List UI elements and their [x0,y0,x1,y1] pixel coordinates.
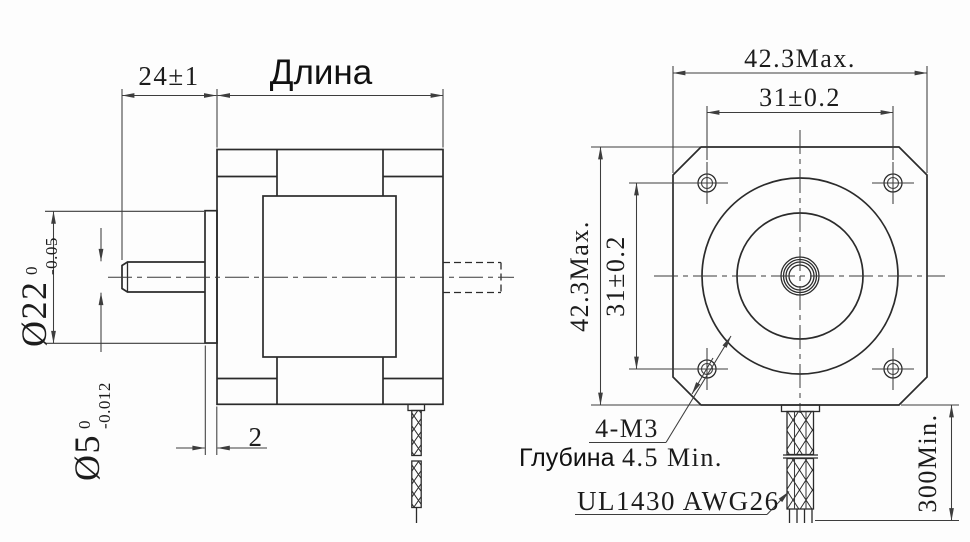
cable-sheath-lower-front [786,457,815,510]
mounting-hole-bottom-right [872,348,914,390]
width-extension-lines [672,66,928,173]
dim-pilot-diameter-text: Ø22 0 -0.05 [14,237,61,347]
dim-lead-length-text: 300Min. [913,413,942,512]
cable-exit-stub [407,403,426,412]
lead-wire-spec-text: UL1430 AWG26 [577,486,780,516]
mounting-holes-text: 4-M3 [595,414,659,443]
dim-boss-depth-text: 2 [249,422,264,452]
cable-sheath-lower [411,460,422,509]
cable-sheath-band [783,454,818,459]
front-view: 42.3Max. 31±0.2 42.3Max. 31±0.2 4-M3 Глу… [519,44,959,523]
holes-leader-arrow-lower [691,357,714,395]
side-view: 24±1 Длина Ø22 0 -0.05 Ø5 0 -0.012 2 [14,53,514,523]
dim-hole-pitch-h-text: 31±0.2 [759,83,841,112]
motor-body-outline [216,148,444,406]
hole-depth-value-text: 4.5 Min. [622,443,723,472]
cable-sheath-upper-front [786,410,815,456]
boss-extension-lines [204,345,218,455]
dim-hole-pitch-v-text: 31±0.2 [601,235,630,317]
pilot-diameter-upper-tol: 0 [22,266,41,275]
cable-sheath-braid-lines [793,411,807,509]
pilot-diameter-lower-tol: -0.05 [42,237,61,275]
flange-outline [672,146,928,406]
pilot-diameter-value: Ø22 [14,281,54,348]
dim-shaft-length-text: 24±1 [138,61,199,91]
lead-wires [788,509,813,523]
pilot-extension-lines [45,210,216,344]
stator-stack-outline [262,195,397,358]
dim-width-text: 42.3Max. [744,44,856,73]
shaft-diameter-upper-tol: 0 [75,420,94,429]
hole-depth-word-text: Глубина [519,444,615,472]
mounting-hole-top-right [872,162,914,204]
wire-spec-leader-line [766,491,790,515]
extension-lines [121,89,444,260]
endcap-divider-lines [276,149,384,405]
dim-shaft-diameter-text: Ø5 0 -0.012 [67,382,114,481]
dim-height-text: 42.3Max. [565,220,594,332]
mounting-hole-top-left [686,162,728,204]
holes-leader-line [665,335,732,443]
dim-body-length-text: Длина [270,53,373,92]
shaft-diameter-lower-tol: -0.012 [95,382,114,429]
hole-pitch-h-extension-lines [706,106,894,160]
shaft-diameter-value: Ø5 [67,434,107,481]
height-extension-lines [591,146,700,406]
cable-sheath-upper [411,409,422,457]
